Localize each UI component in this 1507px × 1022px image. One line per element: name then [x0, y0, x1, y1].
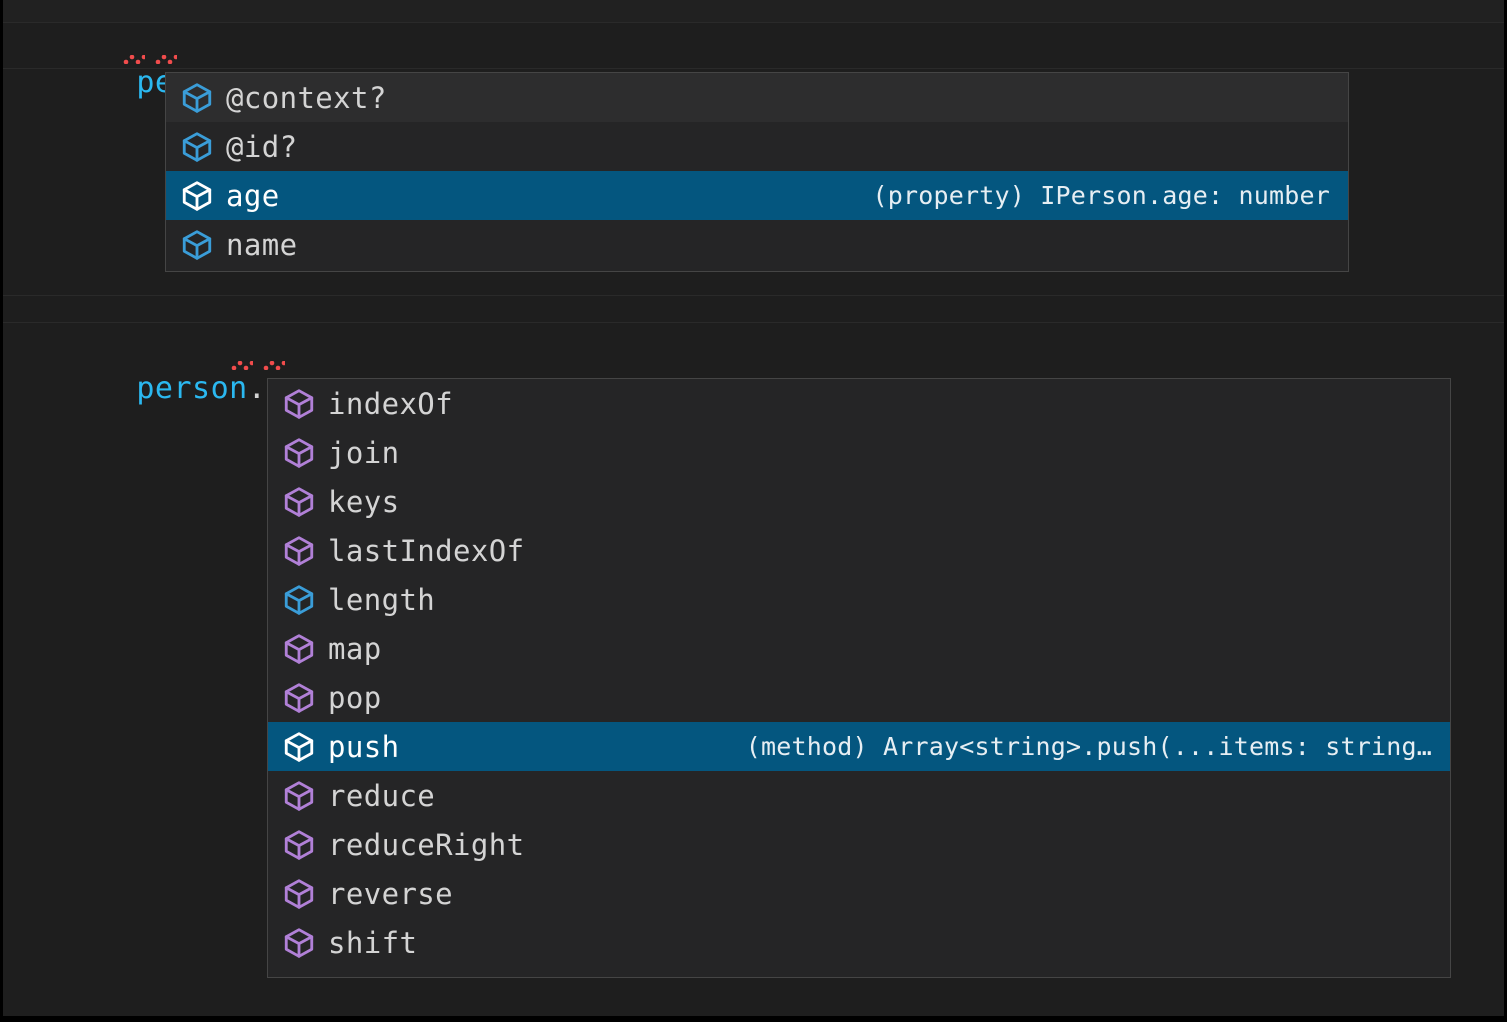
- suggestion-item[interactable]: reverse: [268, 869, 1450, 918]
- suggestion-item-label: @context?: [226, 80, 387, 115]
- error-squiggle-line1-dot: [123, 55, 145, 64]
- suggestion-item[interactable]: name: [166, 220, 1348, 269]
- suggestion-item[interactable]: push (method) Array<string>.push(...items…: [268, 722, 1450, 771]
- method-cube-icon: [284, 535, 314, 566]
- property-cube-icon: [182, 180, 212, 211]
- error-squiggle-line2-semi: [263, 361, 285, 370]
- suggestion-item-label: join: [328, 435, 400, 470]
- method-cube-icon: [284, 731, 314, 762]
- suggestion-item[interactable]: pop: [268, 673, 1450, 722]
- suggestion-item-label: age: [226, 178, 280, 213]
- method-cube-icon: [284, 633, 314, 664]
- suggestion-item[interactable]: @context?: [166, 73, 1348, 122]
- property-cube-icon: [182, 229, 212, 260]
- suggestion-item-label: lastIndexOf: [328, 533, 525, 568]
- suggestion-item[interactable]: @id?: [166, 122, 1348, 171]
- suggestion-item-detail: (property) IPerson.age: number: [872, 180, 1330, 210]
- suggestion-item-label: map: [328, 631, 382, 666]
- suggestion-item-label: reverse: [328, 876, 454, 911]
- suggestion-item[interactable]: map: [268, 624, 1450, 673]
- suggestion-item-detail: (method) Array<string>.push(...items: st…: [745, 731, 1432, 761]
- method-cube-icon: [284, 388, 314, 419]
- method-cube-icon: [284, 437, 314, 468]
- suggestion-item-label: indexOf: [328, 386, 454, 421]
- suggestion-item[interactable]: indexOf: [268, 379, 1450, 428]
- error-squiggle-line1-semi: [155, 55, 177, 64]
- method-cube-icon: [284, 486, 314, 517]
- suggestion-item-label: reduceRight: [328, 827, 525, 862]
- property-cube-icon: [182, 131, 212, 162]
- code-editor-surface[interactable]: person.; person.name.; @context?@id?age(…: [3, 0, 1504, 1016]
- suggestion-item[interactable]: shift: [268, 918, 1450, 967]
- editor-separator-2: [3, 68, 1504, 69]
- suggestion-item[interactable]: reduce: [268, 771, 1450, 820]
- suggestion-item-label: shift: [328, 925, 418, 960]
- code-token-variable: person: [136, 371, 248, 406]
- method-cube-icon: [284, 878, 314, 909]
- suggestion-item[interactable]: join: [268, 428, 1450, 477]
- suggestion-item-label: length: [328, 582, 436, 617]
- editor-separator-4: [3, 322, 1504, 323]
- error-squiggle-line2-dot: [231, 361, 253, 370]
- suggestion-item[interactable]: keys: [268, 477, 1450, 526]
- suggestion-item-label: push: [328, 729, 400, 764]
- suggestion-item-label: keys: [328, 484, 400, 519]
- suggestion-item-label: name: [226, 227, 298, 262]
- suggestion-item-label: pop: [328, 680, 382, 715]
- suggestion-item[interactable]: length: [268, 575, 1450, 624]
- suggestion-item[interactable]: age (property) IPerson.age: number: [166, 171, 1348, 220]
- method-cube-icon: [284, 780, 314, 811]
- method-cube-icon: [284, 927, 314, 958]
- editor-band-top: [3, 0, 1504, 22]
- suggestion-item-label: reduce: [328, 778, 436, 813]
- editor-separator-3: [3, 295, 1504, 296]
- suggestion-popup-person[interactable]: @context? @id? age (property) IPerson.age: …: [165, 72, 1349, 272]
- method-cube-icon: [284, 829, 314, 860]
- suggestion-item-label: @id?: [226, 129, 298, 164]
- code-token-dot-1: .: [247, 371, 267, 406]
- property-cube-icon: [284, 584, 314, 615]
- suggestion-item[interactable]: lastIndexOf: [268, 526, 1450, 575]
- suggestion-item[interactable]: reduceRight: [268, 820, 1450, 869]
- property-cube-icon: [182, 82, 212, 113]
- suggestion-popup-person-name[interactable]: indexOf join keys lastIndexOf length map pop pu…: [267, 378, 1451, 978]
- editor-separator-1: [3, 22, 1504, 23]
- method-cube-icon: [284, 682, 314, 713]
